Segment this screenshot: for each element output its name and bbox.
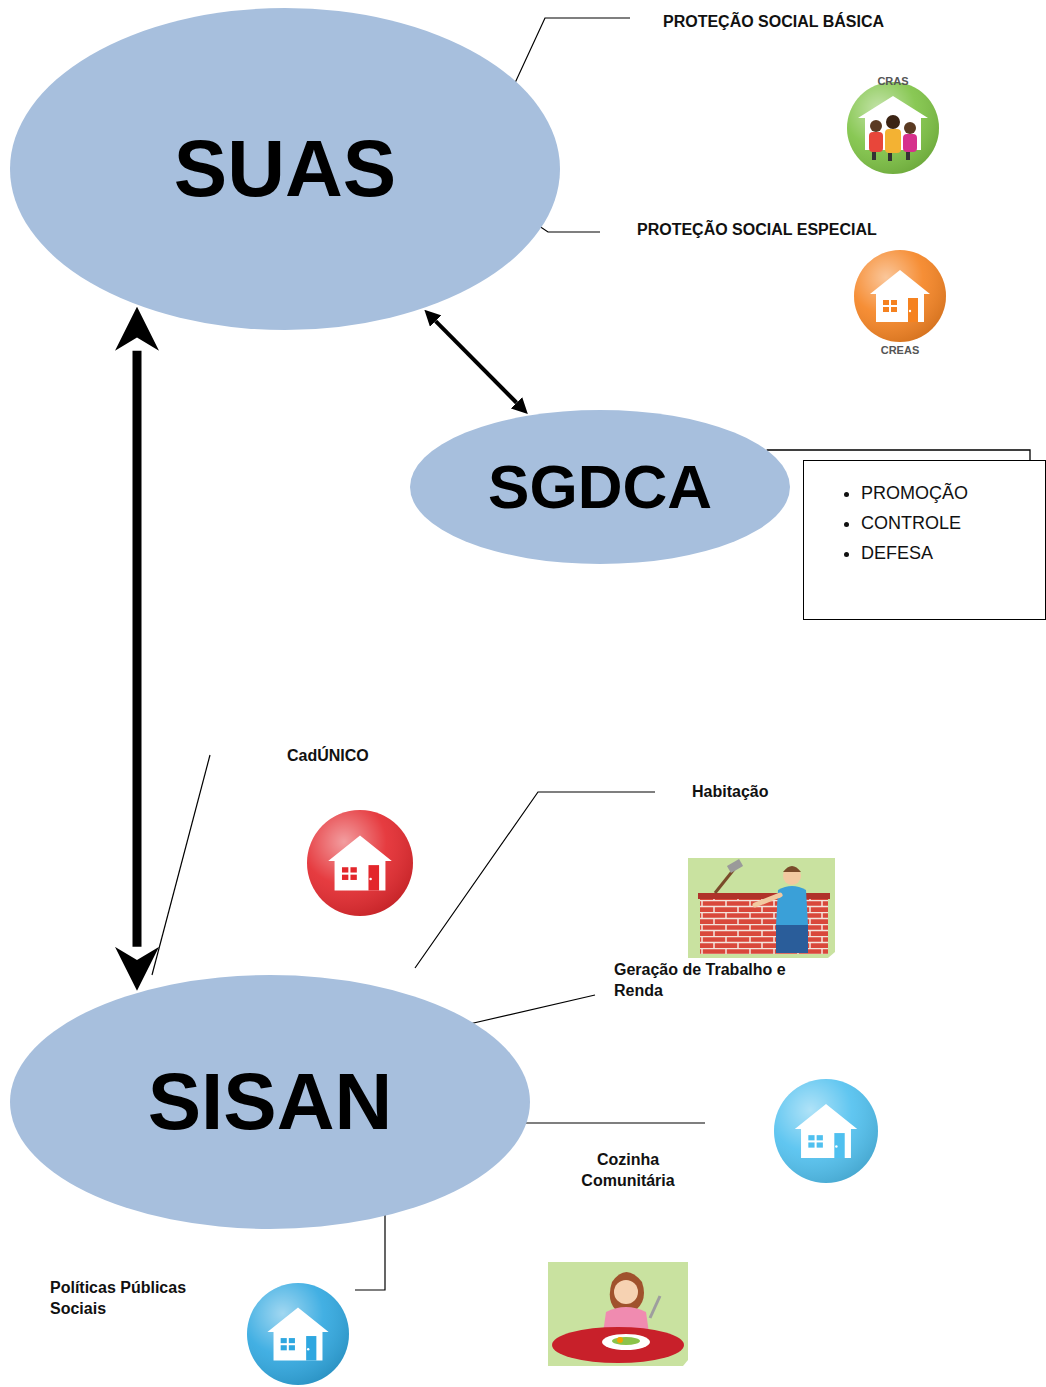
- bullet-item: PROMOÇÃO: [861, 478, 1034, 508]
- cozinha-illustration: [548, 1262, 688, 1366]
- icon-caption: CREAS: [881, 343, 920, 357]
- node-body: SISAN: [10, 975, 530, 1229]
- ellipse-fill: [10, 8, 560, 330]
- system-name: SUAS: [174, 129, 396, 209]
- icon-caption: CRAS: [877, 74, 908, 88]
- callout-label: Políticas Públicas Sociais: [50, 1278, 220, 1320]
- double-arrow: [436, 321, 517, 403]
- ellipse-fill: [10, 975, 530, 1229]
- system-ellipse: SUAS: [10, 8, 560, 330]
- bullet-box: PROMOÇÃOCONTROLEDEFESA: [803, 460, 1046, 620]
- callout-label: Cozinha Comunitária: [568, 1150, 688, 1192]
- node-body: SUAS: [10, 8, 560, 330]
- bullet-item: DEFESA: [861, 538, 1034, 568]
- ellipse-fill: [410, 410, 790, 564]
- cras-icon: [847, 82, 939, 174]
- habitacao-illustration: [688, 858, 835, 958]
- callout-label: CadÚNICO: [287, 746, 369, 767]
- renda-icon: [774, 1079, 878, 1183]
- node-body: SGDCA: [410, 410, 790, 564]
- leader-line: [465, 995, 595, 1025]
- politicas-icon: [247, 1283, 349, 1385]
- callout-label: Habitação: [692, 782, 768, 803]
- double-arrow: [133, 351, 142, 947]
- callout-label: Geração de Trabalho e Renda: [614, 960, 814, 1002]
- system-name: SGDCA: [488, 456, 712, 518]
- callout-label: PROTEÇÃO SOCIAL ESPECIAL: [637, 220, 877, 241]
- box-border: [804, 461, 1046, 620]
- system-ellipse: SGDCA: [410, 410, 790, 564]
- bullet-item: CONTROLE: [861, 508, 1034, 538]
- bullet-list: PROMOÇÃOCONTROLEDEFESA: [803, 478, 1034, 568]
- system-ellipse: SISAN: [10, 975, 530, 1229]
- cadunico-icon: [307, 810, 413, 916]
- connector-line: [767, 450, 1030, 460]
- callout-label: PROTEÇÃO SOCIAL BÁSICA: [663, 12, 884, 33]
- system-name: SISAN: [148, 1062, 393, 1142]
- creas-icon: [854, 250, 946, 342]
- node-body: PROMOÇÃOCONTROLEDEFESA: [803, 460, 1046, 586]
- leader-line: [152, 755, 210, 975]
- leader-line: [415, 792, 655, 968]
